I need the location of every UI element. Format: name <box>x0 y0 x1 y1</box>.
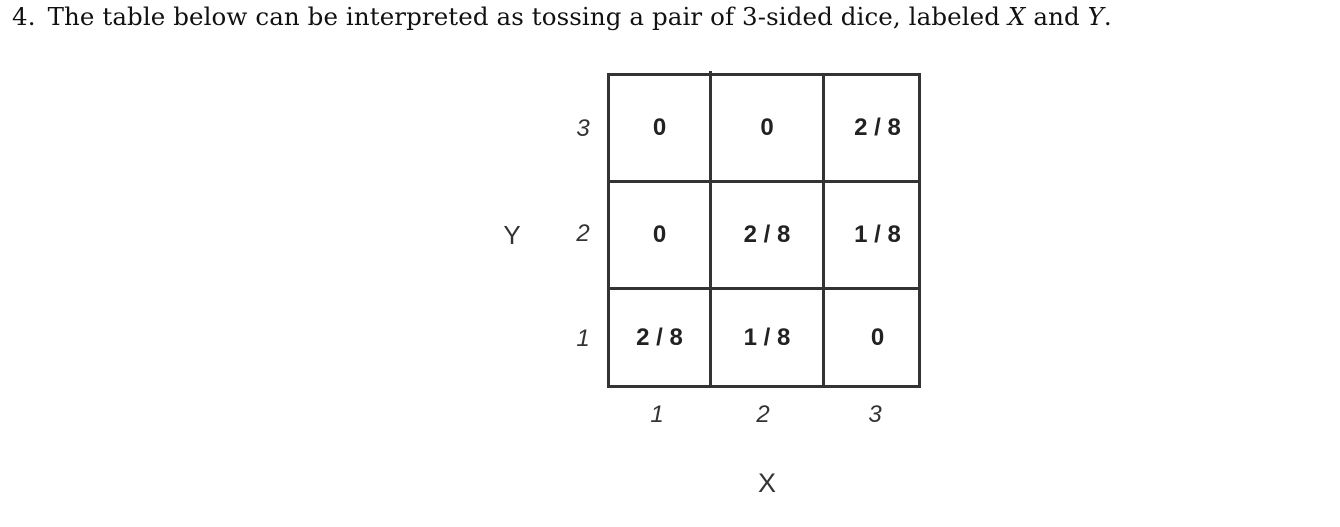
grid-line-h1 <box>607 180 919 183</box>
question-number: 4. <box>12 2 36 31</box>
grid-border-bottom <box>607 385 921 388</box>
question-conjunction: and <box>1025 2 1088 31</box>
y-tick-1: 1 <box>576 325 590 352</box>
variable-y: Y <box>1087 2 1104 31</box>
question-body: The table below can be interpreted as to… <box>47 2 1008 31</box>
cell-x2-y2: 2 / 8 <box>743 221 791 248</box>
question-text: 4. The table below can be interpreted as … <box>12 2 1112 31</box>
grid-line-v2 <box>822 73 825 388</box>
grid-border-right <box>918 73 921 388</box>
y-tick-2: 2 <box>576 220 590 247</box>
cell-x2-y3: 0 <box>760 114 774 141</box>
grid-line-h2 <box>607 287 921 290</box>
cell-x3-y2: 1 / 8 <box>854 221 901 248</box>
x-tick-1: 1 <box>650 401 664 428</box>
cell-x1-y3: 0 <box>652 114 667 141</box>
x-tick-2: 2 <box>756 401 770 428</box>
variable-x: X <box>1007 2 1026 31</box>
y-axis-label: Y <box>503 219 521 250</box>
grid-border-top <box>607 73 921 76</box>
cell-x1-y1: 2 / 8 <box>636 323 683 351</box>
grid-border-left <box>607 73 610 388</box>
question-period: . <box>1103 2 1112 31</box>
cell-x3-y1: 0 <box>870 323 885 351</box>
grid-line-v1 <box>709 71 712 388</box>
cell-x1-y2: 0 <box>652 221 667 248</box>
x-axis-label: X <box>757 467 776 498</box>
cell-x3-y3: 2 / 8 <box>854 114 901 141</box>
probability-table: 0 0 2 / 8 0 2 / 8 1 / 8 2 / 8 1 / 8 0 <box>607 71 921 388</box>
cell-x2-y1: 1 / 8 <box>743 323 791 351</box>
x-tick-3: 3 <box>868 401 882 428</box>
y-tick-3: 3 <box>576 115 590 142</box>
